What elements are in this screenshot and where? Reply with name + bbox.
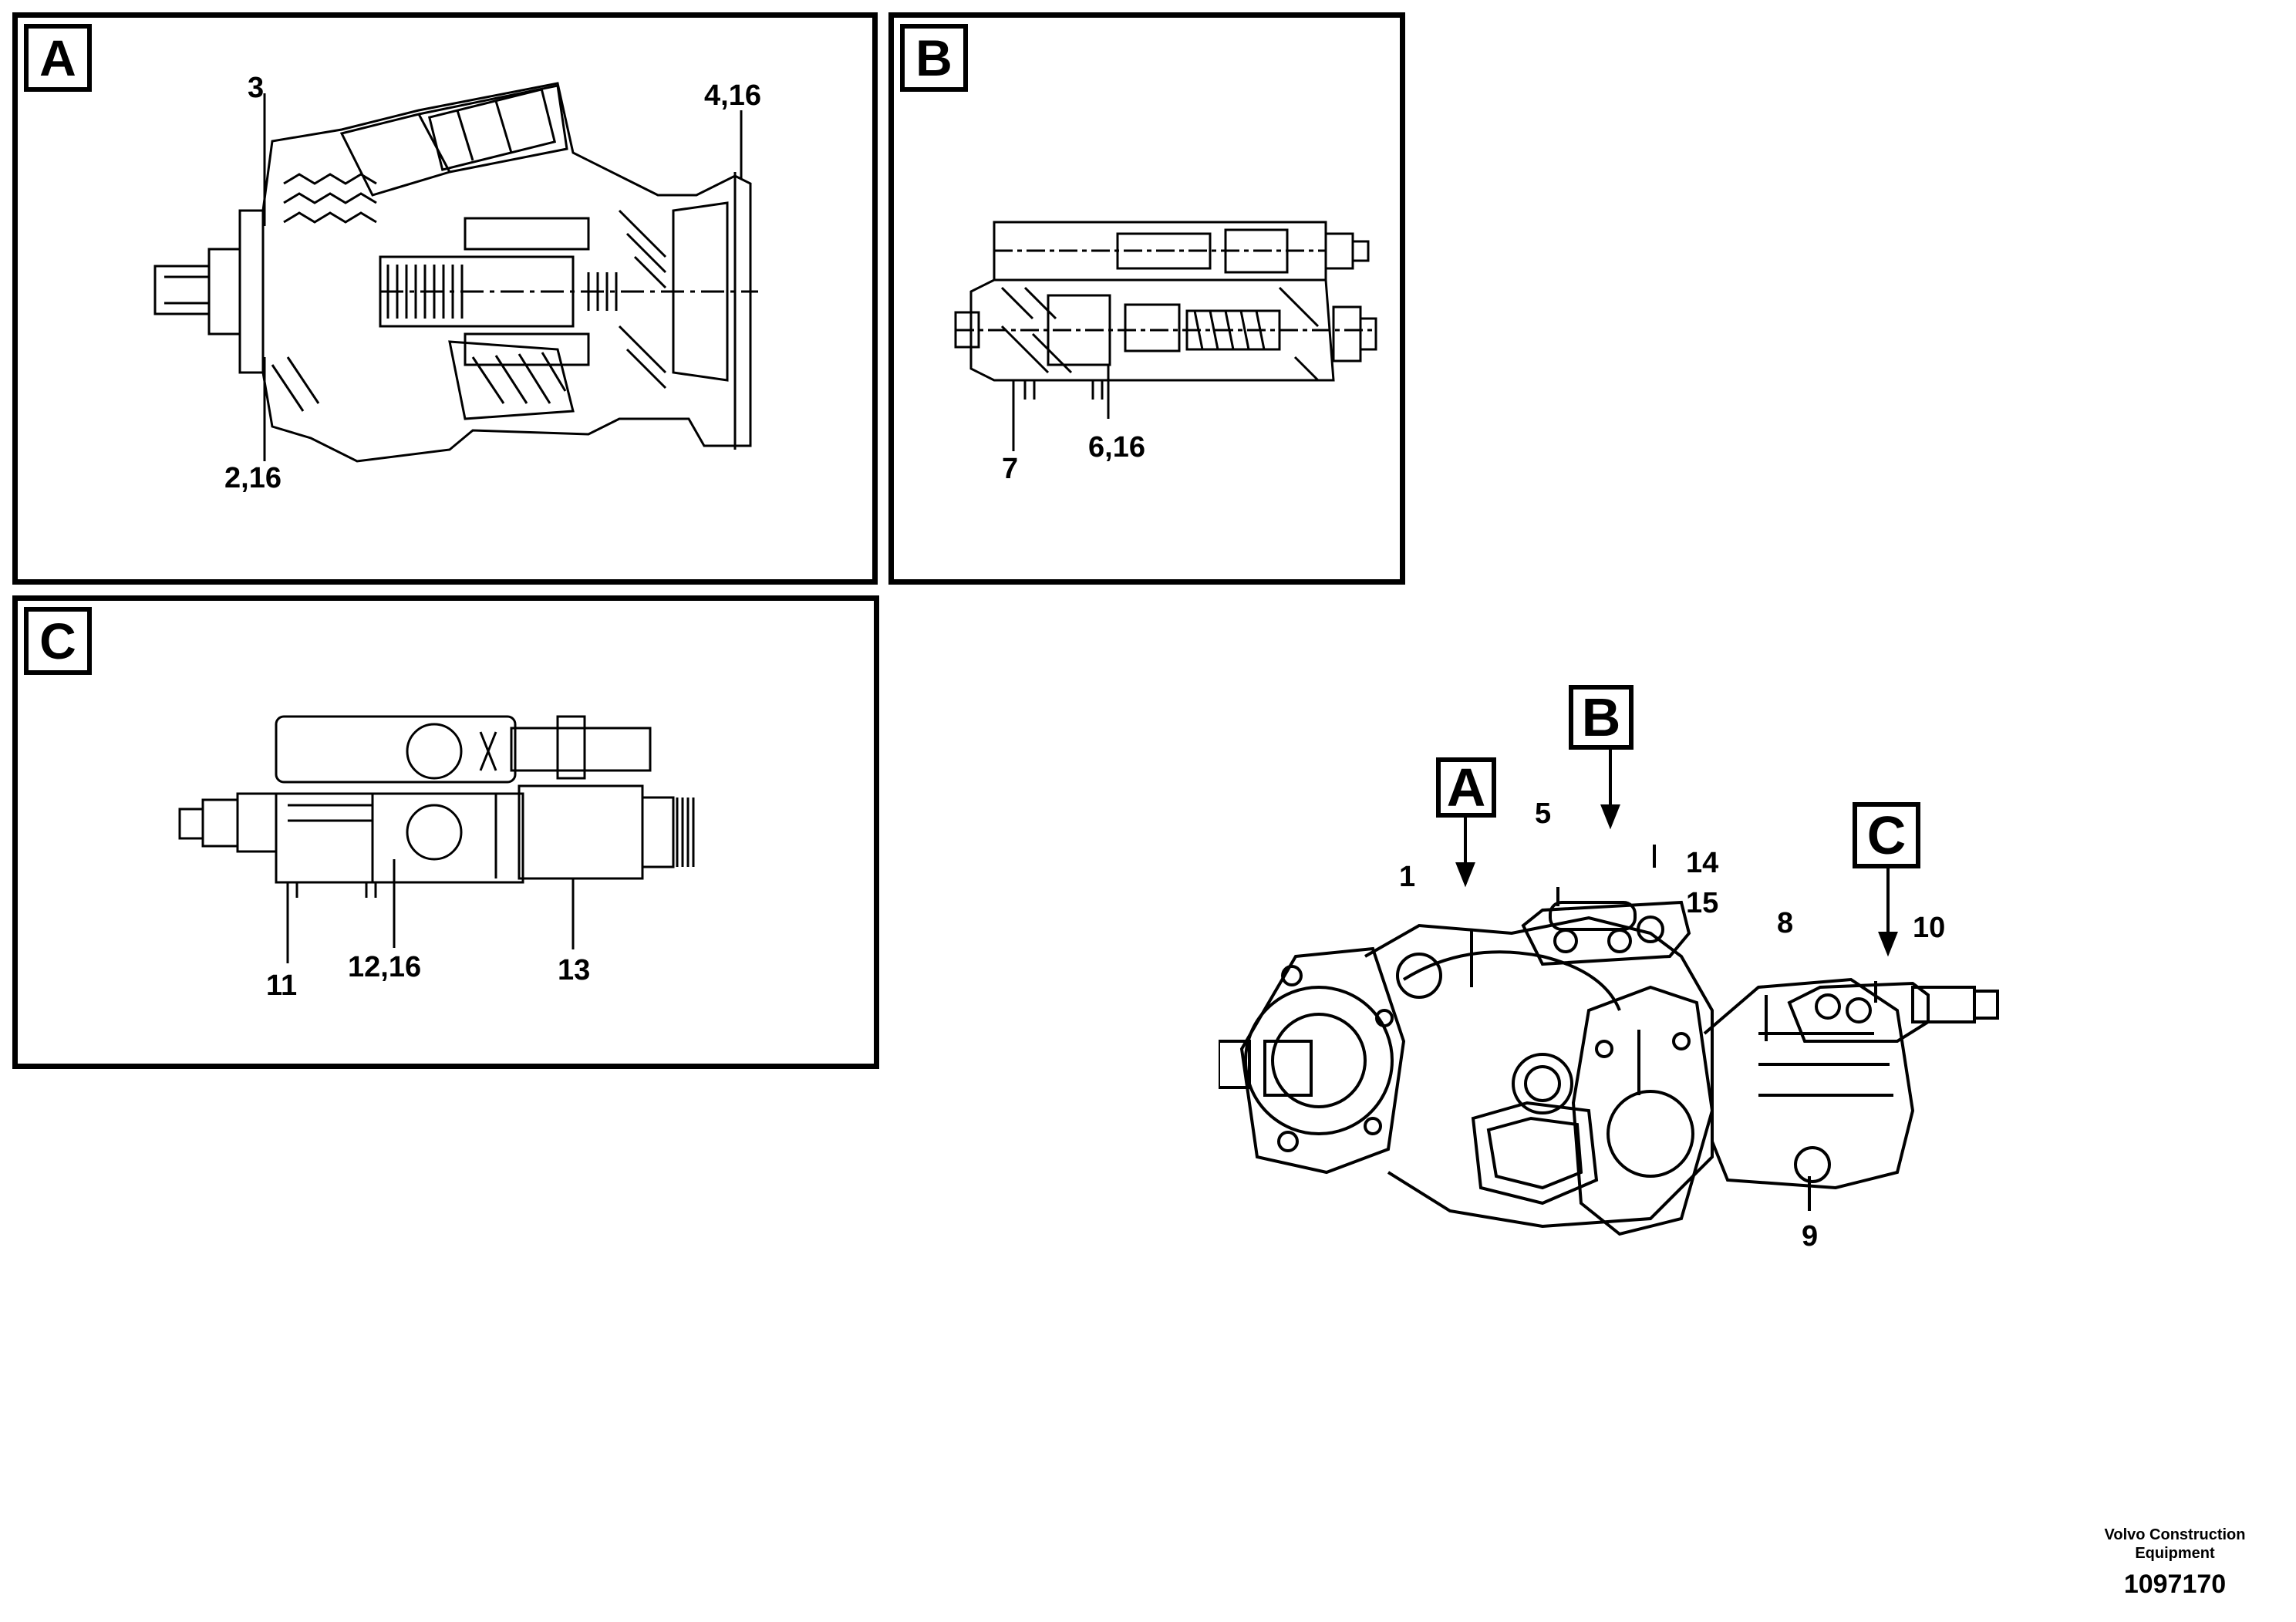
callout-3: 3 — [248, 72, 265, 104]
callout-11: 11 — [266, 969, 298, 1002]
callout-7: 7 — [1002, 453, 1019, 485]
solenoid-valve-drawing — [178, 715, 695, 963]
detail-panel-b: B — [888, 12, 1405, 585]
overview-callout-9: 9 — [1802, 1220, 1819, 1253]
panel-b-tag: B — [900, 24, 968, 92]
credit-block: Volvo Construction Equipment 1097170 — [2082, 1526, 2267, 1601]
callout-2-16: 2,16 — [224, 462, 282, 494]
callout-12-16: 12,16 — [348, 951, 422, 983]
overview-tag-a: A — [1436, 757, 1496, 818]
detail-panel-c: C — [12, 595, 879, 1069]
callout-6-16: 6,16 — [1088, 431, 1145, 464]
overview-tag-c: C — [1853, 802, 1920, 868]
overview-callout-15: 15 — [1686, 887, 1719, 919]
overview-callout-8: 8 — [1777, 907, 1794, 939]
panel-c-tag: C — [24, 607, 92, 675]
company-name-line2: Equipment — [2135, 1545, 2215, 1562]
overview-callout-10: 10 — [1913, 912, 1946, 944]
detail-panel-a: A — [12, 12, 878, 585]
pump-assembly-overview-drawing — [1219, 748, 1999, 1236]
drawing-number: 1097170 — [2123, 1570, 2227, 1599]
callout-13: 13 — [558, 954, 591, 986]
control-valve-cross-section-drawing — [954, 221, 1377, 451]
overview-callout-5: 5 — [1535, 798, 1552, 830]
callout-4-16: 4,16 — [704, 79, 761, 112]
overview-tag-b: B — [1569, 685, 1633, 750]
overview-callout-14: 14 — [1686, 847, 1719, 879]
company-name-line1: Volvo Construction — [2104, 1526, 2246, 1543]
overview-callout-1: 1 — [1399, 861, 1416, 893]
panel-a-tag: A — [24, 24, 92, 92]
pump-cross-section-drawing — [153, 82, 758, 463]
